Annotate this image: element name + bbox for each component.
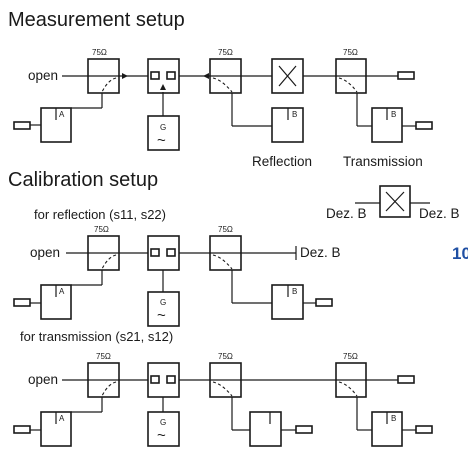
impedance-label: 75Ω	[218, 48, 233, 57]
calibration-reflection-diagram	[13, 235, 333, 327]
dez-b-label: Dez. B	[300, 245, 341, 260]
impedance-label: 75Ω	[218, 225, 233, 234]
port-b-label: B	[292, 110, 298, 119]
measurement-setup-heading: Measurement setup	[8, 9, 185, 31]
dez-b-label-left: Dez. B	[326, 206, 367, 221]
open-label: open	[30, 245, 61, 260]
port-b-label: B	[391, 414, 397, 423]
port-a-label: A	[59, 414, 65, 423]
open-label: open	[28, 372, 59, 387]
impedance-label: 75Ω	[343, 48, 358, 57]
dut-legend	[355, 185, 430, 218]
impedance-label: 75Ω	[94, 225, 109, 234]
port-b-label: B	[292, 287, 298, 296]
dez-b-label-right: Dez. B	[419, 206, 460, 221]
ac-source-symbol: ~	[157, 307, 166, 324]
generator-label: G	[160, 298, 167, 307]
page-number: 10	[452, 244, 468, 263]
measurement-setup-diagram	[13, 58, 433, 151]
generator-block	[147, 115, 180, 151]
open-label: open	[28, 68, 59, 83]
port-b-label: B	[391, 110, 397, 119]
reflection-label: Reflection	[252, 154, 313, 169]
generator-label: G	[160, 123, 167, 132]
for-reflection-heading: for reflection (s11, s22)	[34, 207, 166, 222]
termination-load	[397, 71, 415, 80]
for-transmission-heading: for transmission (s21, s12)	[20, 329, 174, 344]
port-a-label: A	[59, 110, 65, 119]
impedance-label: 75Ω	[92, 48, 107, 57]
dut-block	[271, 58, 304, 94]
calibration-setup-heading: Calibration setup	[8, 169, 159, 191]
transmission-label: Transmission	[343, 154, 423, 169]
calibration-transmission-diagram	[13, 362, 433, 447]
ac-source-symbol: ~	[157, 132, 166, 149]
generator-label: G	[160, 418, 167, 427]
ac-source-symbol: ~	[157, 427, 166, 444]
impedance-label: 75Ω	[343, 352, 358, 361]
impedance-label: 75Ω	[218, 352, 233, 361]
impedance-label: 75Ω	[96, 352, 111, 361]
port-a-label: A	[59, 287, 65, 296]
